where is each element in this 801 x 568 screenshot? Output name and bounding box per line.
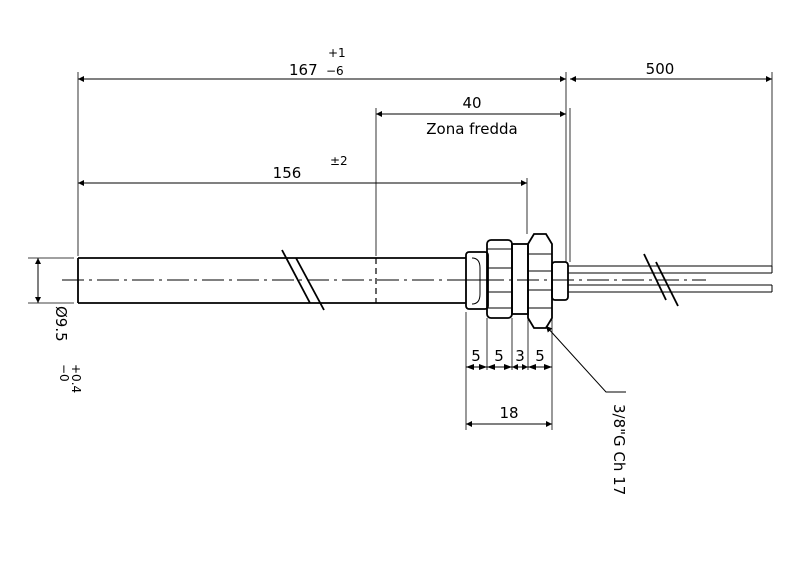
cold-zone-value: 40 [462,94,481,112]
diameter-value: Ø9.5 [52,306,70,342]
fitting-segment-labels: 5 5 3 5 [471,347,545,365]
total-length-tol-upper: +1 [328,46,346,60]
lead-length-value: 500 [646,60,675,78]
segment-4-label: 5 [535,347,545,365]
heated-length-tol: ±2 [330,154,348,168]
diameter-tol-upper: +0.4 [69,364,83,393]
segment-arrows [466,364,552,370]
thread-label: 3/8"G Ch 17 [610,404,628,495]
segment-3-label: 3 [515,347,525,365]
cold-zone-label: Zona fredda [426,120,518,138]
total-length-tol-lower: −6 [326,64,344,78]
dimension-labels: 167 +1 −6 500 40 Zona fredda 156 ±2 Ø9.5… [52,46,674,495]
extension-lines [28,72,773,430]
lead-wires [568,253,773,307]
break-lines-body [281,249,325,311]
dimension-lines [35,76,772,427]
total-length-value: 167 [289,61,318,79]
diameter-tol-lower: −0 [57,364,71,382]
segment-1-label: 5 [471,347,481,365]
threaded-fitting [465,233,569,329]
break-lines-leads [643,253,679,307]
diameter-label: Ø9.5 +0.4 −0 [52,306,83,393]
fitting-length-value: 18 [499,404,518,422]
thread-leader-line [545,325,626,393]
heated-length-value: 156 [273,164,302,182]
segment-2-label: 5 [494,347,504,365]
